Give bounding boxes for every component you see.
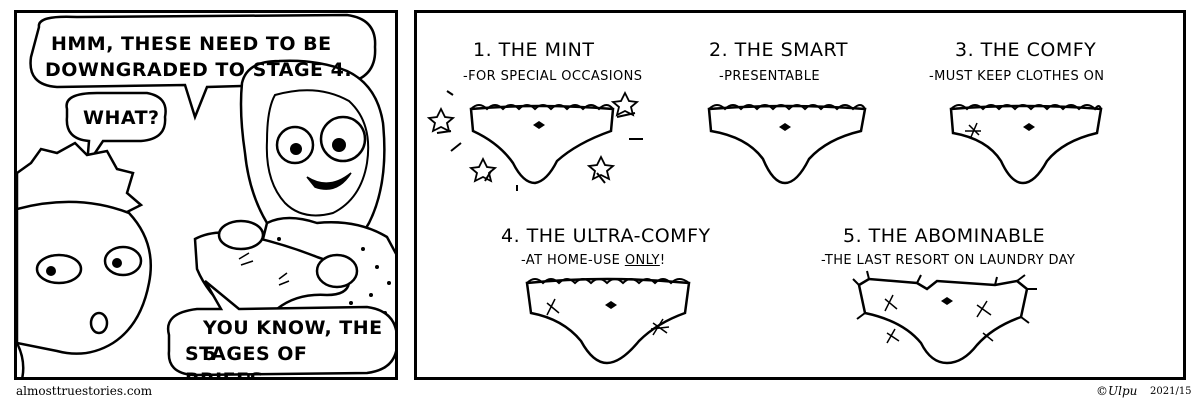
website-credit: almosttruestories.com [16, 384, 153, 398]
man-right-pupil [112, 258, 122, 268]
stage-4-description: -AT HOME-USE ONLY! [521, 253, 665, 268]
man-left-eye [35, 253, 83, 285]
stage-1-title: 1. THE MINT [473, 39, 595, 61]
briefs-illustrations [426, 90, 1103, 365]
stage-2-description: -PRESENTABLE [719, 69, 820, 84]
man-mouth [89, 311, 109, 335]
man-right-eye [103, 245, 143, 277]
ultra-comfy-briefs-drawing [525, 277, 691, 365]
briefs-holes [238, 252, 290, 286]
man-neck [17, 342, 25, 377]
stage-5-description: -THE LAST RESORT ON LAUNDRY DAY [821, 253, 1076, 268]
stage-2-title: 2. THE SMART [709, 39, 848, 61]
mint-briefs-drawing [426, 90, 643, 191]
stage-3-title: 3. THE COMFY [955, 39, 1097, 61]
bottom-bubble-line-1: YOU KNOW, THE 5 [203, 317, 383, 365]
woman-right-hand [315, 253, 359, 289]
woman-right-eye [319, 115, 367, 163]
stage-1-description: -FOR SPECIAL OCCASIONS [463, 69, 643, 84]
stage-5-title: 5. THE ABOMINABLE [843, 225, 1046, 247]
left-comic-panel: HMM, THESE NEED TO BE DOWNGRADED TO STAG… [14, 10, 398, 380]
woman-left-pupil [290, 143, 302, 155]
top-bubble-line-1: HMM, THESE NEED TO BE [51, 33, 332, 55]
woman-smile [306, 172, 352, 190]
what-bubble-text: WHAT? [83, 107, 160, 129]
stage-4-title: 4. THE ULTRA-COMFY [501, 225, 711, 247]
bottom-speech-bubble [166, 280, 395, 377]
issue-number: 2021/15 [1150, 386, 1192, 397]
stage-4-description-end: ! [659, 253, 666, 268]
stage-3-description: -MUST KEEP CLOTHES ON [929, 69, 1105, 84]
artist-signature: ©Ulpu [1096, 384, 1138, 398]
what-speech-bubble [65, 91, 167, 166]
top-bubble-line-2: DOWNGRADED TO STAGE 4. [45, 59, 353, 81]
abominable-briefs-drawing [852, 270, 1037, 365]
stage-4-description-start: -AT HOME-USE [521, 253, 625, 268]
woman-right-pupil [332, 138, 346, 152]
bottom-bubble-line-2: STAGES OF BRIEFS. [185, 343, 308, 380]
stage-4-description-emphasis: ONLY [624, 253, 660, 268]
comfy-briefs-drawing [949, 104, 1103, 185]
top-speech-bubble [29, 13, 377, 121]
woman-left-hand [217, 219, 265, 251]
man-left-pupil [46, 266, 56, 276]
left-panel-artwork [17, 13, 395, 377]
man-face [17, 200, 153, 355]
smart-briefs-drawing [707, 104, 867, 185]
right-comic-panel: 1. THE MINT -FOR SPECIAL OCCASIONS 2. TH… [414, 10, 1186, 380]
